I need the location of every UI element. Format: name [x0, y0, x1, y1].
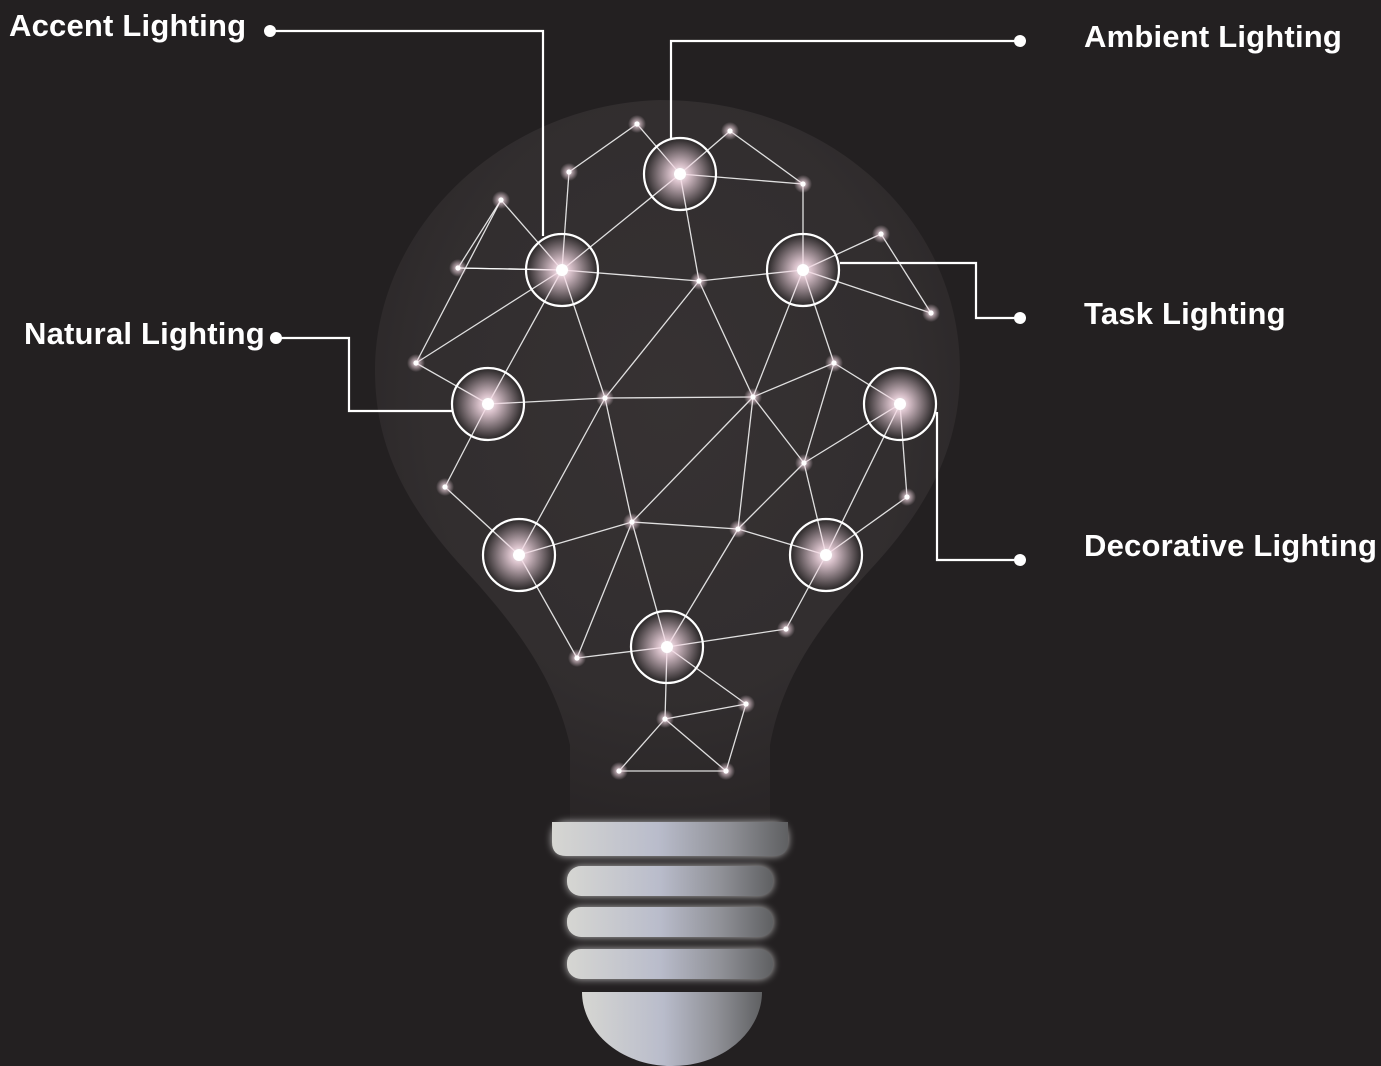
small-node: [634, 121, 640, 127]
big-node-ring: [450, 366, 526, 442]
small-node: [566, 169, 572, 175]
big-node-ring: [788, 517, 864, 593]
big-node-ring: [524, 232, 600, 308]
big-node-core: [556, 264, 568, 276]
natural-lighting-label: Natural Lighting: [24, 316, 265, 351]
big-nodes: [450, 136, 938, 685]
network-edge: [415, 199, 502, 364]
accent-dot: [264, 25, 276, 37]
big-node-core: [661, 641, 673, 653]
small-nodes: [407, 115, 940, 780]
small-node: [928, 310, 934, 316]
small-node: [831, 360, 837, 366]
network-edge: [752, 396, 805, 464]
base-collar: [552, 822, 788, 856]
network-edge: [576, 521, 633, 659]
small-node: [727, 128, 733, 134]
network-edge: [664, 703, 747, 720]
small-node: [800, 181, 806, 187]
big-node-ring: [862, 366, 938, 442]
big-node-ring: [629, 609, 705, 685]
small-node: [878, 231, 884, 237]
natural-dot: [270, 332, 282, 344]
callout-dots: [264, 25, 1026, 566]
network-edge: [568, 123, 638, 173]
network-edge: [631, 396, 754, 523]
big-node-ring: [481, 517, 557, 593]
callout-connectors: [270, 29, 1020, 562]
task-lighting-label: Task Lighting: [1084, 296, 1286, 331]
base-cap: [582, 992, 762, 1066]
decorative-lighting-label: Decorative Lighting: [1084, 528, 1378, 563]
network-edge: [457, 199, 502, 269]
base-thread-1: [567, 866, 773, 896]
decorative-connector: [935, 412, 1020, 562]
small-node: [442, 484, 448, 490]
big-node-core: [894, 398, 906, 410]
ambient-lighting-label: Ambient Lighting: [1084, 19, 1343, 54]
big-node-core: [513, 549, 525, 561]
ambient-dot: [1014, 35, 1026, 47]
base-thread-2: [567, 907, 773, 937]
small-node: [735, 526, 741, 532]
network-edge: [631, 521, 739, 530]
small-node: [696, 278, 702, 284]
small-node: [783, 626, 789, 632]
bulb-base: [552, 822, 788, 1066]
big-node-ring: [765, 232, 841, 308]
small-node: [743, 701, 749, 707]
network-edge: [752, 362, 835, 398]
network-edge: [725, 703, 747, 772]
network-edge: [729, 130, 804, 185]
ambient-connector: [669, 39, 1020, 140]
small-node: [662, 716, 668, 722]
network-edge: [604, 396, 754, 399]
network-edge: [618, 718, 666, 772]
network-edge: [604, 280, 700, 399]
network-edge: [737, 396, 754, 530]
big-node-core: [797, 264, 809, 276]
natural-connector: [276, 336, 452, 413]
small-node: [904, 494, 910, 500]
network-edge: [664, 718, 727, 772]
network-edge: [737, 462, 805, 530]
task-dot: [1014, 312, 1026, 324]
task-connector: [840, 261, 1020, 320]
big-node-core: [674, 168, 686, 180]
network-edge: [604, 397, 633, 523]
network-edge: [698, 280, 754, 398]
small-node: [801, 460, 807, 466]
accent-connector: [270, 29, 545, 236]
big-node-core: [482, 398, 494, 410]
small-node: [455, 265, 461, 271]
small-node: [413, 360, 419, 366]
small-node: [602, 395, 608, 401]
small-node: [750, 394, 756, 400]
big-node-core: [820, 549, 832, 561]
network-edge: [880, 233, 932, 314]
decorative-dot: [1014, 554, 1026, 566]
big-node-ring: [642, 136, 718, 212]
base-thread-3: [567, 949, 773, 979]
accent-lighting-label: Accent Lighting: [9, 8, 247, 43]
small-node: [629, 519, 635, 525]
small-node: [574, 655, 580, 661]
network-edge: [803, 362, 835, 464]
small-node: [723, 768, 729, 774]
small-node: [498, 197, 504, 203]
small-node: [616, 768, 622, 774]
